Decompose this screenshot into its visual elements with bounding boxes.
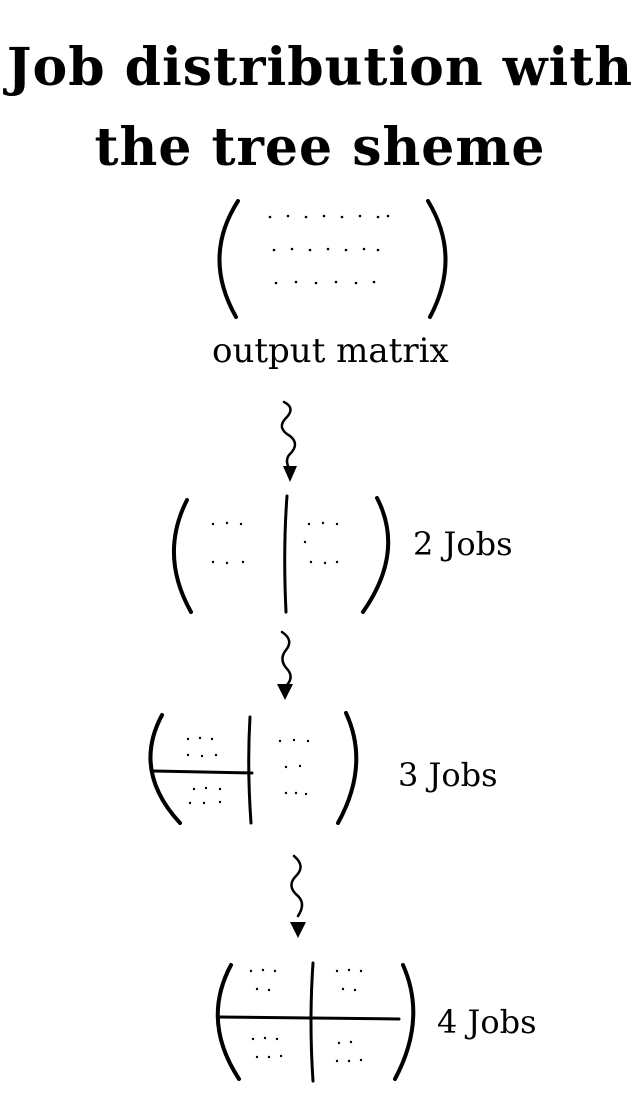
- left-bracket: [217, 199, 240, 319]
- vertical-divider: [309, 961, 315, 1083]
- matrix-3-jobs: [148, 711, 359, 825]
- squiggle-arrow-icon: [277, 630, 293, 700]
- matrix-4-jobs: [215, 961, 416, 1083]
- vertical-divider: [283, 494, 289, 614]
- left-bracket: [148, 713, 182, 825]
- title-line-1: Job distribution with: [6, 37, 634, 98]
- squiggle-arrow-icon: [290, 854, 306, 938]
- output-matrix-caption: output matrix: [212, 331, 449, 371]
- matrix-dots: [211, 521, 339, 565]
- right-bracket: [361, 496, 391, 614]
- title-line-2: the tree sheme: [94, 117, 546, 178]
- matrix-dots: [186, 736, 310, 805]
- output-matrix: [217, 199, 448, 319]
- right-bracket: [393, 963, 416, 1081]
- vertical-divider: [247, 715, 253, 825]
- right-bracket: [426, 199, 448, 319]
- label-2-jobs: 2 Jobs: [413, 525, 513, 563]
- matrix-2-jobs: [172, 494, 391, 614]
- right-bracket: [336, 711, 359, 825]
- horizontal-divider: [217, 1015, 401, 1021]
- label-3-jobs: 3 Jobs: [398, 756, 498, 794]
- left-bracket: [215, 963, 241, 1081]
- matrix-dots: [268, 214, 390, 285]
- matrix-dots: [249, 968, 363, 1063]
- left-bracket: [172, 498, 193, 614]
- squiggle-arrow-icon: [280, 400, 297, 482]
- label-4-jobs: 4 Jobs: [437, 1003, 537, 1041]
- horizontal-divider: [152, 769, 254, 775]
